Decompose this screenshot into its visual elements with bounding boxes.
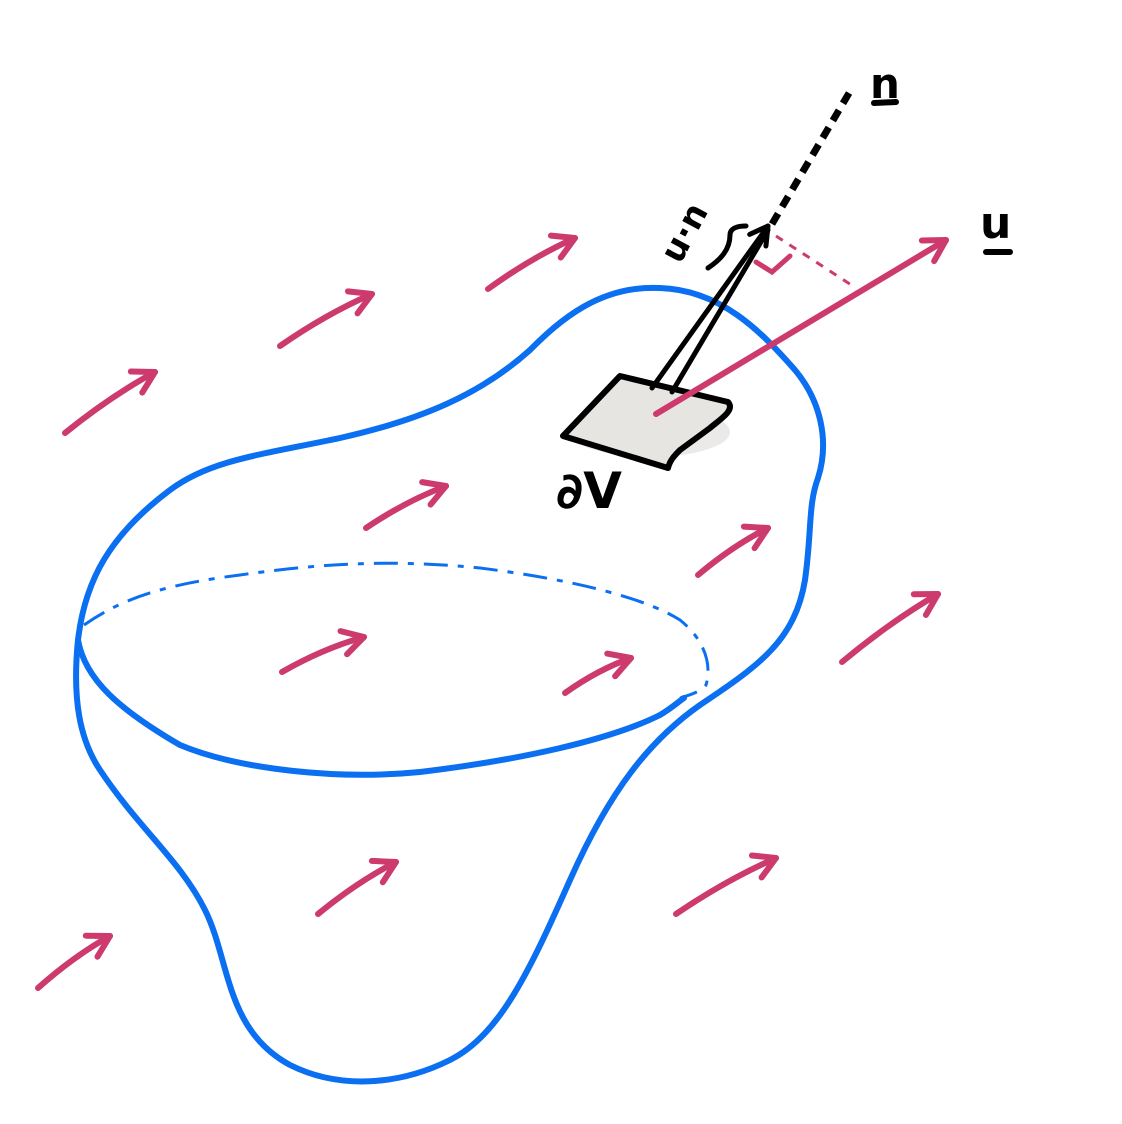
flow-arrow: [315, 857, 399, 917]
projection-dashed-line: [775, 234, 857, 290]
velocity-vector-arrow: [653, 237, 949, 417]
flow-arrow: [35, 932, 113, 991]
right-angle-mark: [753, 253, 793, 276]
flow-arrow: [673, 852, 779, 917]
flow-arrow: [279, 628, 367, 675]
velocity-label: u: [980, 198, 1013, 255]
volume-front-edge: [75, 637, 687, 778]
flow-arrow: [485, 232, 578, 292]
flow-arrow: [695, 523, 771, 578]
flow-arrow: [363, 479, 449, 531]
normal-direction-dotted: [768, 86, 856, 226]
normal-vector-arrow: [649, 223, 771, 391]
flow-arrow: [562, 650, 634, 696]
flow-arrow: [277, 288, 375, 349]
flow-field: [35, 232, 941, 991]
projection-brace: [705, 223, 749, 271]
volume-boundary: [73, 284, 827, 1085]
surface-patch: [560, 373, 733, 471]
flow-arrow: [62, 368, 158, 436]
normal-label: n: [870, 59, 900, 108]
dot-product-label: u·n: [653, 196, 717, 269]
normal-component-arrow: [669, 227, 771, 395]
surface-label: ∂V: [556, 462, 622, 520]
volume-back-edge-dashed: [83, 561, 710, 700]
svg-text:u: u: [980, 198, 1011, 249]
flow-arrow: [839, 591, 941, 665]
